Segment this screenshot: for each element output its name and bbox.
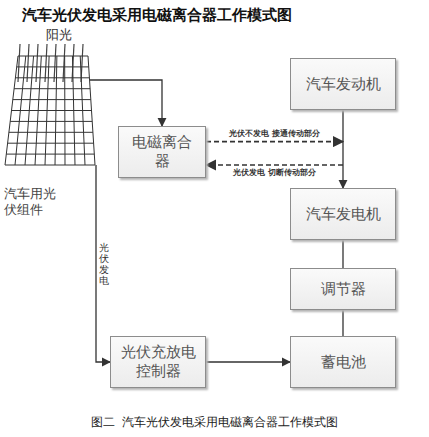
connector xyxy=(342,240,343,268)
edge-label: 光伏不发电 接通传动部分 xyxy=(229,130,320,139)
process-box: 电磁离合器 xyxy=(118,126,206,178)
node-text: 汽车用光伏组件 xyxy=(4,186,62,219)
grid-line xyxy=(8,143,94,144)
grid-line xyxy=(15,77,89,78)
connector xyxy=(342,310,343,336)
node-text: 蓄电池 xyxy=(321,353,366,372)
process-box: 光伏充放电控制器 xyxy=(110,336,206,388)
node-text: 调节器 xyxy=(321,280,366,299)
sun-ray xyxy=(27,44,29,82)
process-box: 汽车发电机 xyxy=(290,188,396,240)
grid-line xyxy=(55,56,57,165)
grid-line xyxy=(72,56,75,165)
grid-line xyxy=(10,121,92,122)
pv-module: 汽车用光伏组件 xyxy=(2,28,102,218)
connector xyxy=(90,80,162,126)
process-box: 汽车发动机 xyxy=(290,58,396,110)
process-box: 蓄电池 xyxy=(290,336,396,388)
grid-line xyxy=(13,99,91,100)
grid-line xyxy=(35,56,41,165)
connector xyxy=(206,164,343,166)
grid-line xyxy=(5,56,18,165)
grid-line xyxy=(12,110,92,111)
edge-label: 光伏发电 切断传动部分 xyxy=(233,169,316,178)
connector xyxy=(206,361,290,362)
node-text: 电磁离合器 xyxy=(125,133,199,171)
edge-label: 光伏发电 xyxy=(99,240,109,288)
diagram-title: 汽车光伏发电采用电磁离合器工作模式图 xyxy=(22,6,292,25)
sun-ray xyxy=(18,44,20,82)
grid-line xyxy=(6,154,94,155)
node-text: 汽车发动机 xyxy=(306,75,381,94)
sun-ray xyxy=(45,44,47,82)
grid-line xyxy=(5,165,95,166)
grid-line xyxy=(64,56,65,165)
grid-line xyxy=(15,56,26,165)
connector xyxy=(206,141,343,143)
grid-line xyxy=(25,56,34,165)
grid-line xyxy=(88,56,95,165)
connector xyxy=(342,110,343,188)
grid-line xyxy=(80,56,85,165)
node-text: 光伏充放电控制器 xyxy=(117,343,199,381)
node-text: 汽车发电机 xyxy=(306,205,381,224)
grid-line xyxy=(9,132,93,133)
grid-line xyxy=(17,66,89,67)
connector xyxy=(96,165,110,362)
sunlight-label: 阳光 xyxy=(44,26,74,44)
process-box: 调节器 xyxy=(290,268,396,310)
diagram-caption: 图二 汽车光伏发电采用电磁离合器工作模式图 xyxy=(0,414,429,431)
sun-ray xyxy=(36,44,38,82)
grid-line xyxy=(45,56,49,165)
grid-line xyxy=(18,56,88,57)
grid-line xyxy=(14,88,90,89)
sun-ray xyxy=(54,44,56,82)
